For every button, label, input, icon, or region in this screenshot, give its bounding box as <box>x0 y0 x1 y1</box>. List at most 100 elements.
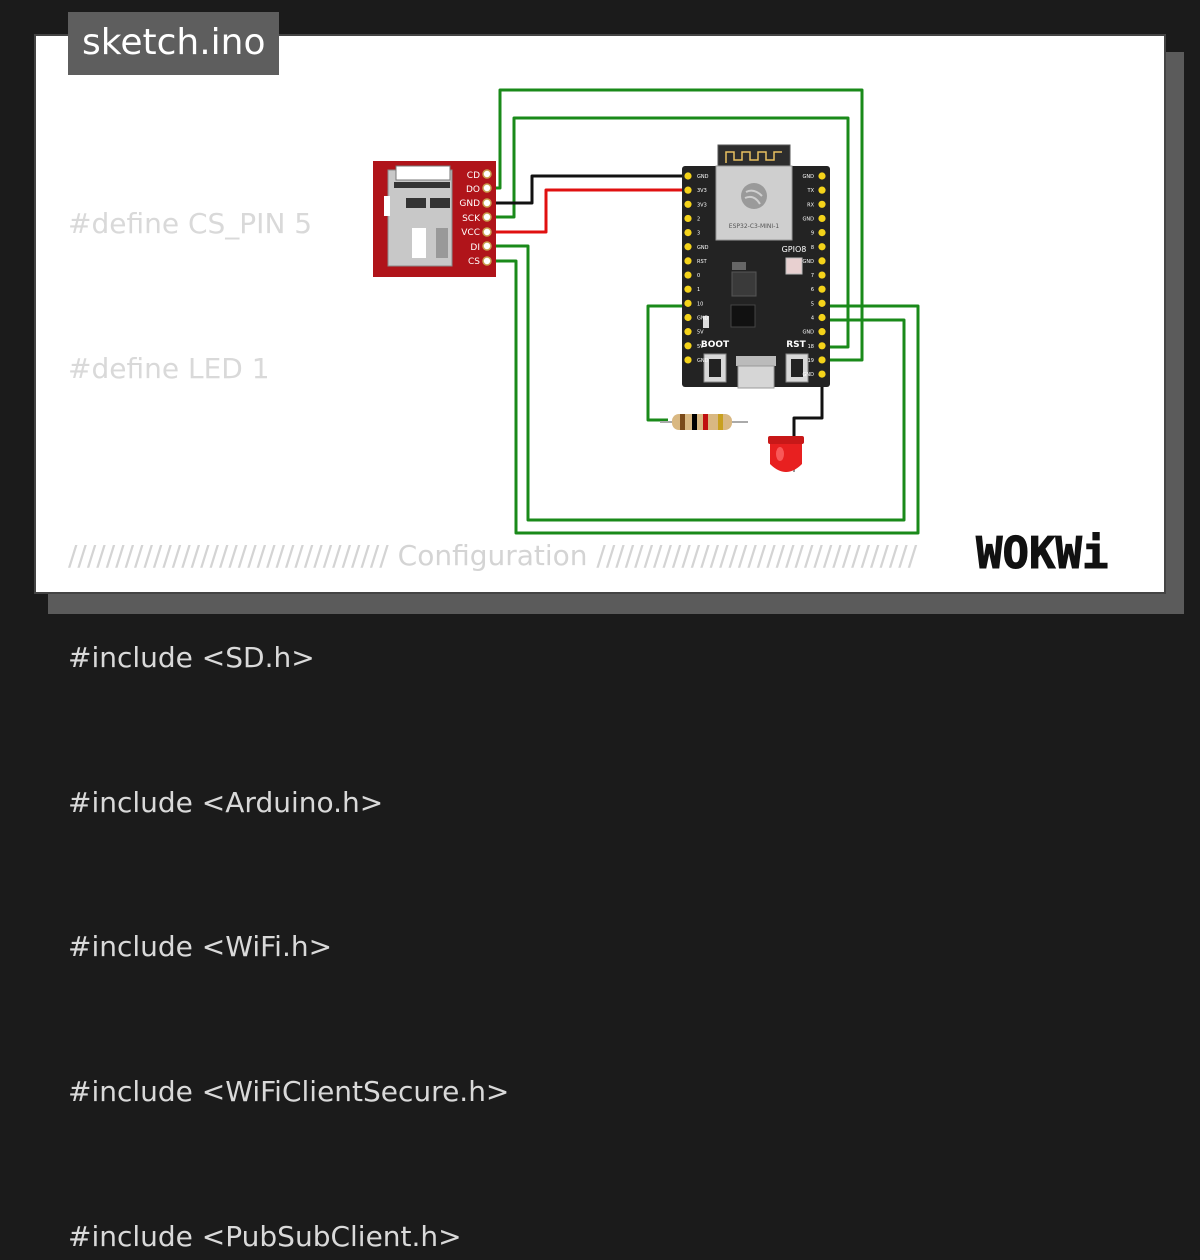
resistor-band <box>692 414 697 430</box>
espressif-logo-icon <box>741 183 767 209</box>
wire-led-gpio1 <box>646 304 688 422</box>
header-pin-label: RST <box>697 259 708 265</box>
code-line: #include <PubSubClient.h> <box>68 1219 462 1253</box>
header-pin-label: TX <box>807 188 815 194</box>
header-pin <box>818 186 826 194</box>
header-pin <box>684 271 692 279</box>
header-pin <box>818 229 826 237</box>
gpio8-label: GPIO8 <box>782 245 807 254</box>
led-highlight <box>776 447 784 461</box>
regulator-body <box>731 271 757 297</box>
sd-spring <box>412 228 426 258</box>
sd-spring <box>436 228 448 258</box>
sd-chip <box>430 198 450 208</box>
sd-pin <box>482 169 492 179</box>
sd-pin <box>482 212 492 222</box>
module-label: ESP32-C3-MINI-1 <box>729 223 780 230</box>
sd-card-module[interactable]: CD DO GND SCK VCC DI CS <box>373 161 496 277</box>
header-pin-label: RX <box>807 202 814 208</box>
sd-pin-label: DO <box>466 185 480 195</box>
header-pin <box>818 243 826 251</box>
header-pin-label: GND <box>697 174 709 180</box>
wokwi-logo-text: WOKWi <box>976 528 1108 579</box>
red-led[interactable] <box>768 436 804 472</box>
code-line: #include <WiFiClientSecure.h> <box>68 1074 510 1108</box>
header-pin <box>684 200 692 208</box>
code-line: #include <SD.h> <box>68 641 315 675</box>
regulator <box>732 262 746 270</box>
header-pin <box>818 328 826 336</box>
rst-label: RST <box>786 340 806 350</box>
sd-switch <box>384 196 390 216</box>
sd-pins <box>482 169 492 266</box>
wire-gnd <box>487 174 688 205</box>
circuit-diagram: CD DO GND SCK VCC DI CS ESP32-C3-MINI-1 <box>373 88 920 535</box>
header-pin <box>818 257 826 265</box>
header-pin-label: 19 <box>808 358 814 364</box>
code-line: #include <WiFi.h> <box>68 930 333 964</box>
header-pin-label: 6 <box>811 287 814 293</box>
code-line: #define LED 1 <box>68 352 270 385</box>
header-pin-label: 4 <box>811 316 814 322</box>
header-pin <box>818 299 826 307</box>
code-line: #define CS_PIN 5 <box>68 207 313 241</box>
header-pin <box>818 271 826 279</box>
wire-sck <box>487 116 850 349</box>
sd-pin <box>482 256 492 266</box>
antenna-trace <box>725 151 782 163</box>
sd-pin-label: DI <box>470 243 480 253</box>
header-pin-label: 7 <box>811 273 814 279</box>
sd-pin-label: CD <box>467 171 480 181</box>
header-pin <box>684 172 692 180</box>
header-pin-label: 3V3 <box>697 202 707 208</box>
resistor[interactable] <box>660 414 748 430</box>
boot-label: BOOT <box>701 340 730 350</box>
sd-pin-label: GND <box>459 199 480 209</box>
header-pin <box>684 285 692 293</box>
header-pin <box>818 356 826 364</box>
header-pin-label: GND <box>803 174 815 180</box>
resistor-band <box>718 414 723 430</box>
rgb-led <box>785 257 803 275</box>
wire-do <box>487 88 864 362</box>
sd-pin-label: CS <box>468 257 480 267</box>
header-pin-label: GND <box>803 259 815 265</box>
resistor-body <box>672 414 732 430</box>
sd-pin-label: SCK <box>462 214 481 224</box>
rst-button-cap <box>791 359 803 377</box>
header-pin-label: 5 <box>811 301 814 307</box>
header-pin <box>684 342 692 350</box>
usb-chip <box>730 304 756 328</box>
header-pin <box>684 328 692 336</box>
header-pin-label: GND <box>803 330 815 336</box>
sd-pin <box>482 183 492 193</box>
header-pin <box>818 313 826 322</box>
wire-cs <box>487 259 920 535</box>
header-pin-label: 9 <box>811 231 814 237</box>
sd-pin <box>482 241 492 251</box>
header-pin <box>684 214 692 223</box>
file-tab[interactable]: sketch.ino <box>68 12 280 75</box>
header-pin <box>684 257 692 265</box>
esp32-c3-board[interactable]: ESP32-C3-MINI-1 GPIO8 BOOT RST GND3V33V3… <box>682 144 830 389</box>
header-pin <box>818 214 826 223</box>
sd-pin <box>482 198 492 208</box>
sd-contacts <box>394 182 450 188</box>
header-pin-label: GND <box>697 316 709 322</box>
header-pin-label: GND <box>697 358 709 364</box>
header-pin <box>684 313 692 322</box>
wire-vcc <box>487 188 688 234</box>
header-pin <box>818 370 826 378</box>
header-pin-label: 18 <box>808 344 814 350</box>
sd-pin <box>482 227 492 237</box>
header-pin <box>818 172 826 180</box>
sd-pin-labels: CD DO GND SCK VCC DI CS <box>459 171 481 267</box>
header-pin <box>684 299 692 307</box>
usb-connector <box>737 365 775 389</box>
wire-led-gnd <box>792 374 824 436</box>
header-pin <box>684 243 692 251</box>
header-pin <box>818 200 826 208</box>
header-pin-label: 0 <box>697 273 700 279</box>
